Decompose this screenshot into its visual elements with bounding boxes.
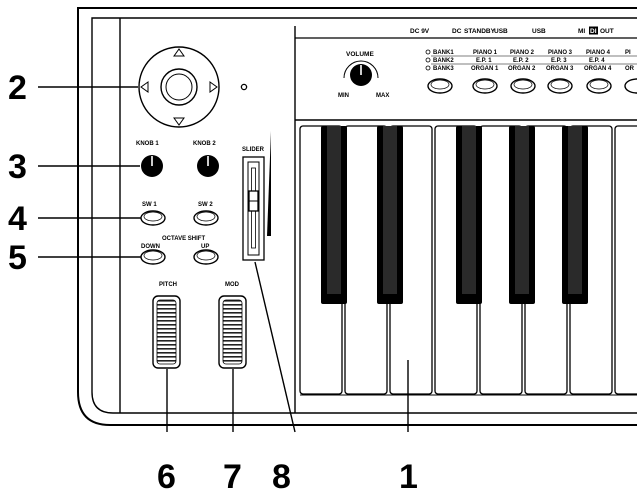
arrow-right-icon [209, 81, 218, 93]
voice-2-mid: E.P. 2 [513, 58, 529, 64]
voice-3-mid: E.P. 3 [551, 58, 567, 64]
bank1-label: BANK1 [433, 50, 454, 56]
sw2-button[interactable] [193, 210, 219, 226]
callout-6: 6 [157, 458, 176, 495]
keyboard [299, 125, 637, 395]
callout-5: 5 [8, 239, 27, 277]
voice-4-bot: ORGAN 4 [584, 66, 612, 72]
dc9v-label: DC 9V [410, 28, 430, 35]
callout-numbers: 2 3 4 5 6 7 8 1 [8, 69, 418, 496]
callout-1: 1 [399, 458, 418, 495]
black-keys [321, 126, 588, 304]
callout-3: 3 [8, 148, 27, 186]
voice-button-5[interactable] [624, 78, 637, 94]
volume-max-label: MAX [376, 93, 389, 99]
voice-3-top: PIANO 3 [548, 50, 573, 56]
volume-min-label: MIN [338, 93, 349, 99]
sw1-label: SW 1 [142, 202, 157, 208]
voice-buttons [427, 78, 637, 94]
octave-shift-title: OCTAVE SHIFT [162, 236, 205, 242]
arrow-left-icon [140, 81, 149, 93]
slider-control: SLIDER [242, 131, 271, 261]
indicator-led [240, 83, 248, 91]
standby-label: STANDBY [464, 28, 496, 35]
slider-label: SLIDER [242, 147, 265, 153]
voice-2-bot: ORGAN 2 [508, 66, 536, 72]
voice-1-top: PIANO 1 [473, 50, 498, 56]
leader-lines [38, 86, 409, 433]
sw2-label: SW 2 [198, 202, 213, 208]
voice-5-top: PI [625, 50, 631, 56]
voice-button-2[interactable] [510, 78, 536, 94]
pitch-label: PITCH [159, 282, 177, 288]
octave-up-button[interactable] [193, 249, 219, 265]
arrow-up-icon [173, 48, 185, 57]
voice-4-mid: E.P. 4 [589, 58, 605, 64]
slider-level-wedge [267, 131, 271, 236]
voice-button-3[interactable] [547, 78, 573, 94]
usb-label-1: USB [494, 28, 508, 35]
arrow-down-icon [173, 117, 185, 126]
voice-1-mid: E.P. 1 [476, 58, 492, 64]
voice-labels: PIANO 1 E.P. 1 ORGAN 1 PIANO 2 E.P. 2 OR… [471, 50, 635, 72]
wheels: PITCH MOD [152, 282, 247, 369]
octave-up-label: UP [201, 244, 209, 250]
voice-3-bot: ORGAN 3 [546, 66, 574, 72]
voice-2-top: PIANO 2 [510, 50, 535, 56]
voice-1-bot: ORGAN 1 [471, 66, 499, 72]
bank3-label: BANK3 [433, 66, 454, 72]
callout-7: 7 [223, 458, 242, 495]
volume-control: VOLUME MIN MAX [338, 51, 389, 99]
joystick-pad [138, 46, 248, 128]
knob2-label: KNOB 2 [193, 141, 216, 147]
dc-label: DC [452, 28, 462, 35]
voice-5-bot: OR [625, 66, 635, 72]
callout-8: 8 [272, 458, 291, 495]
bank2-label: BANK2 [433, 58, 454, 64]
volume-label: VOLUME [346, 51, 374, 58]
white-key[interactable] [614, 125, 637, 395]
leader-8 [254, 261, 296, 433]
bank-button[interactable] [427, 78, 453, 94]
callout-4: 4 [8, 200, 27, 238]
midi-label-boxed: DI [590, 28, 597, 35]
usb-label-2: USB [532, 28, 546, 35]
voice-button-1[interactable] [472, 78, 498, 94]
octave-down-label: DOWN [141, 244, 160, 250]
connector-labels: DC 9V DC STANDBY USB USB MI DI OUT [410, 26, 614, 35]
midi-label-box [589, 26, 598, 35]
bank-labels: BANK1 BANK2 BANK3 [425, 49, 637, 72]
callout-2: 2 [8, 69, 27, 107]
knob1-label: KNOB 1 [136, 141, 159, 147]
voice-4-top: PIANO 4 [586, 50, 611, 56]
mod-label: MOD [225, 282, 240, 288]
midi-out-label: OUT [600, 28, 614, 35]
knobs: KNOB 1 KNOB 2 [136, 141, 219, 177]
octave-shift: OCTAVE SHIFT DOWN UP [140, 236, 219, 265]
voice-button-4[interactable] [586, 78, 612, 94]
midi-label-prefix: MI [578, 28, 585, 35]
